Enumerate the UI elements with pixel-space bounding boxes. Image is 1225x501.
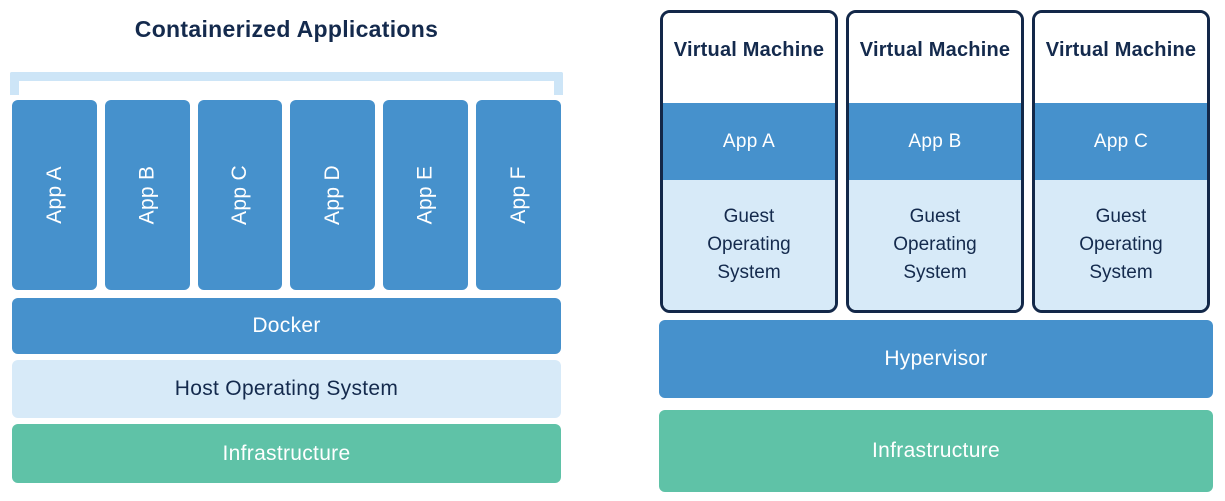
container-app-label: App D: [320, 165, 344, 225]
vm-guest-os: Guest Operating System: [1035, 180, 1207, 310]
container-apps-row: App A App B App C App D App E App F: [12, 100, 561, 290]
container-app-label: App E: [413, 165, 437, 225]
infrastructure-layer-left-label: Infrastructure: [222, 441, 351, 465]
docker-layer: Docker: [12, 298, 561, 354]
vm-box-3: Virtual Machine App C Guest Operating Sy…: [1032, 10, 1210, 313]
container-app-a: App A: [12, 100, 97, 290]
container-app-label: App F: [506, 166, 530, 224]
infrastructure-layer-right: Infrastructure: [659, 410, 1213, 492]
vm-app-bar: App C: [1035, 103, 1207, 180]
infrastructure-layer-right-label: Infrastructure: [872, 439, 1000, 462]
container-app-f: App F: [476, 100, 561, 290]
vm-title: Virtual Machine: [849, 13, 1021, 103]
vm-guest-os-label: Guest Operating System: [1079, 206, 1163, 283]
vm-app-bar: App B: [849, 103, 1021, 180]
docker-layer-label: Docker: [252, 314, 321, 337]
container-app-c: App C: [197, 100, 283, 290]
vm-row: Virtual Machine App A Guest Operating Sy…: [660, 10, 1210, 313]
vm-guest-os: Guest Operating System: [663, 180, 835, 310]
container-app-d: App D: [290, 100, 376, 290]
infrastructure-layer-left: Infrastructure: [12, 424, 561, 483]
vm-guest-os-label: Guest Operating System: [707, 206, 791, 283]
container-app-b: App B: [104, 100, 190, 290]
container-app-e: App E: [383, 100, 469, 290]
container-app-label: App B: [135, 165, 159, 225]
container-app-label: App A: [42, 166, 66, 224]
containers-bracket: [10, 72, 563, 95]
vm-guest-os: Guest Operating System: [849, 180, 1021, 310]
hypervisor-layer-label: Hypervisor: [884, 347, 988, 370]
vm-box-1: Virtual Machine App A Guest Operating Sy…: [660, 10, 838, 313]
containers-title: Containerized Applications: [134, 16, 439, 42]
container-app-label: App C: [228, 165, 252, 225]
hypervisor-layer: Hypervisor: [659, 320, 1213, 398]
host-os-layer-label: Host Operating System: [174, 377, 399, 400]
vm-title: Virtual Machine: [1035, 13, 1207, 103]
vm-app-bar: App A: [663, 103, 835, 180]
vm-title: Virtual Machine: [663, 13, 835, 103]
host-os-layer: Host Operating System: [12, 360, 561, 418]
vm-box-2: Virtual Machine App B Guest Operating Sy…: [846, 10, 1024, 313]
vm-guest-os-label: Guest Operating System: [893, 206, 977, 283]
